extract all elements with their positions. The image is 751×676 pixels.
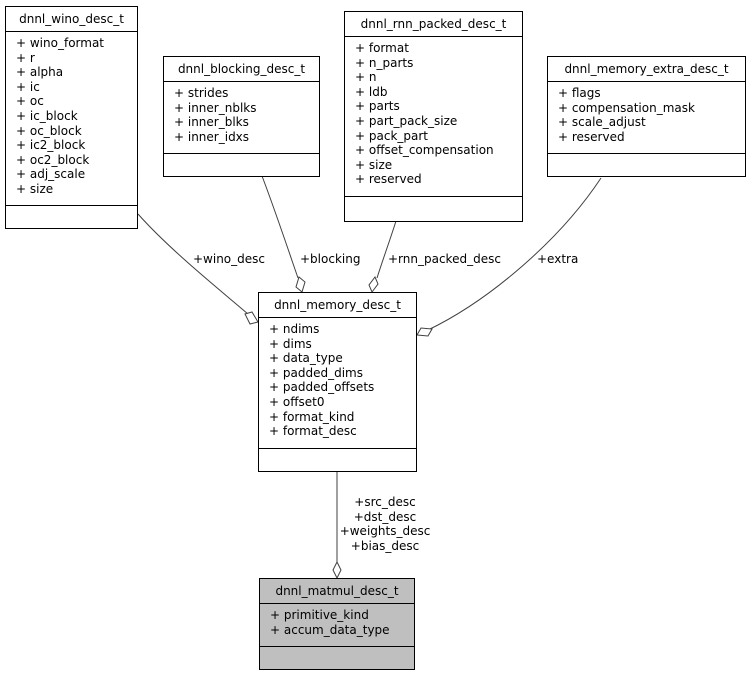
- attribute: + adj_scale: [16, 167, 86, 182]
- attribute: + pack_part: [355, 128, 428, 143]
- class-title: dnnl_blocking_desc_t: [164, 57, 319, 82]
- attribute: + parts: [355, 99, 400, 114]
- attribute: + ldb: [355, 84, 388, 99]
- edge-blocking: [261, 175, 299, 279]
- class-attributes: + ndims + dims + data_type + padded_dims…: [259, 318, 416, 449]
- attribute: + ic: [16, 79, 40, 94]
- class-attributes: + strides + inner_nblks + inner_blks + i…: [164, 82, 319, 154]
- attribute: + flags: [558, 86, 601, 100]
- attribute: + oc: [16, 94, 44, 109]
- class-memory-desc: dnnl_memory_desc_t + ndims + dims + data…: [258, 292, 417, 472]
- attribute: + strides: [174, 86, 229, 100]
- attribute: + ndims: [269, 322, 320, 336]
- attribute: + n_parts: [355, 55, 414, 70]
- edge-label-src-desc: +src_desc: [354, 495, 416, 509]
- attribute: + oc2_block: [16, 152, 90, 167]
- attribute: + ic2_block: [16, 138, 86, 153]
- attribute: + reserved: [558, 129, 625, 144]
- class-memory-extra-desc: dnnl_memory_extra_desc_t + flags + compe…: [547, 56, 746, 177]
- attribute: + dims: [269, 336, 312, 351]
- attribute: + format: [355, 41, 409, 55]
- attribute: + size: [355, 157, 393, 172]
- attribute: + offset0: [269, 394, 325, 409]
- attribute: + alpha: [16, 65, 64, 80]
- edge-label-weights-desc: +weights_desc: [339, 524, 431, 539]
- attribute: + oc_block: [16, 123, 82, 138]
- attribute: + primitive_kind: [270, 608, 369, 622]
- edge-memory-matmul-diamond: [332, 560, 342, 580]
- attribute: + compensation_mask: [558, 100, 695, 115]
- class-title: dnnl_memory_desc_t: [259, 293, 416, 318]
- edge-blocking-diamond: [295, 276, 306, 293]
- attribute: + padded_offsets: [269, 380, 375, 395]
- edge-label-extra: +extra: [537, 252, 579, 266]
- class-rnn-packed-desc: dnnl_rnn_packed_desc_t + format + n_part…: [344, 11, 523, 222]
- attribute: + scale_adjust: [558, 115, 646, 130]
- attribute: + part_pack_size: [355, 113, 458, 128]
- edge-wino-desc: [137, 213, 249, 315]
- edge-wino-desc-diamond: [244, 311, 259, 325]
- class-title: dnnl_matmul_desc_t: [260, 579, 414, 604]
- class-title: dnnl_rnn_packed_desc_t: [345, 12, 522, 37]
- attribute: + inner_idxs: [174, 129, 250, 144]
- attribute: + offset_compensation: [355, 143, 494, 158]
- class-attributes: + flags + compensation_mask + scale_adju…: [548, 82, 745, 154]
- edge-label-blocking: +blocking: [300, 252, 361, 266]
- attribute: + data_type: [269, 351, 343, 366]
- attribute: + accum_data_type: [270, 622, 390, 637]
- attribute: + format_desc: [269, 424, 357, 439]
- class-wino-desc: dnnl_wino_desc_t + wino_format + r + alp…: [5, 6, 138, 229]
- class-blocking-desc: dnnl_blocking_desc_t + strides + inner_n…: [163, 56, 320, 177]
- edge-extra-diamond: [416, 327, 433, 337]
- attribute: + format_kind: [269, 409, 355, 424]
- attribute: + inner_blks: [174, 115, 249, 130]
- attribute: + r: [16, 50, 35, 65]
- edge-extra: [427, 177, 602, 331]
- attribute: + padded_dims: [269, 365, 363, 380]
- attribute: + reserved: [355, 172, 422, 187]
- class-title: dnnl_wino_desc_t: [6, 7, 137, 32]
- class-matmul-desc: dnnl_matmul_desc_t + primitive_kind + ac…: [259, 578, 415, 670]
- class-attributes: + wino_format + r + alpha + ic + oc + ic…: [6, 32, 137, 206]
- edge-rnn-packed-diamond: [368, 276, 379, 293]
- class-attributes: + primitive_kind + accum_data_type: [260, 604, 414, 647]
- edge-label-wino-desc: +wino_desc: [193, 252, 265, 266]
- edge-rnn-packed: [376, 220, 397, 279]
- class-title: dnnl_memory_extra_desc_t: [548, 57, 745, 82]
- attribute: + wino_format: [16, 36, 105, 50]
- class-attributes: + format + n_parts + n + ldb + parts + p…: [345, 37, 522, 197]
- attribute: + size: [16, 181, 54, 196]
- attribute: + inner_nblks: [174, 100, 257, 115]
- edge-label-rnn-packed-desc: +rnn_packed_desc: [388, 252, 501, 266]
- attribute: + n: [355, 70, 377, 85]
- edge-label-memory-matmul: +src_desc +dst_desc +weights_desc +bias_…: [333, 495, 437, 553]
- edge-label-dst-desc: +dst_desc: [353, 509, 417, 524]
- attribute: + ic_block: [16, 108, 78, 123]
- edge-label-bias-desc: +bias_desc: [350, 538, 420, 553]
